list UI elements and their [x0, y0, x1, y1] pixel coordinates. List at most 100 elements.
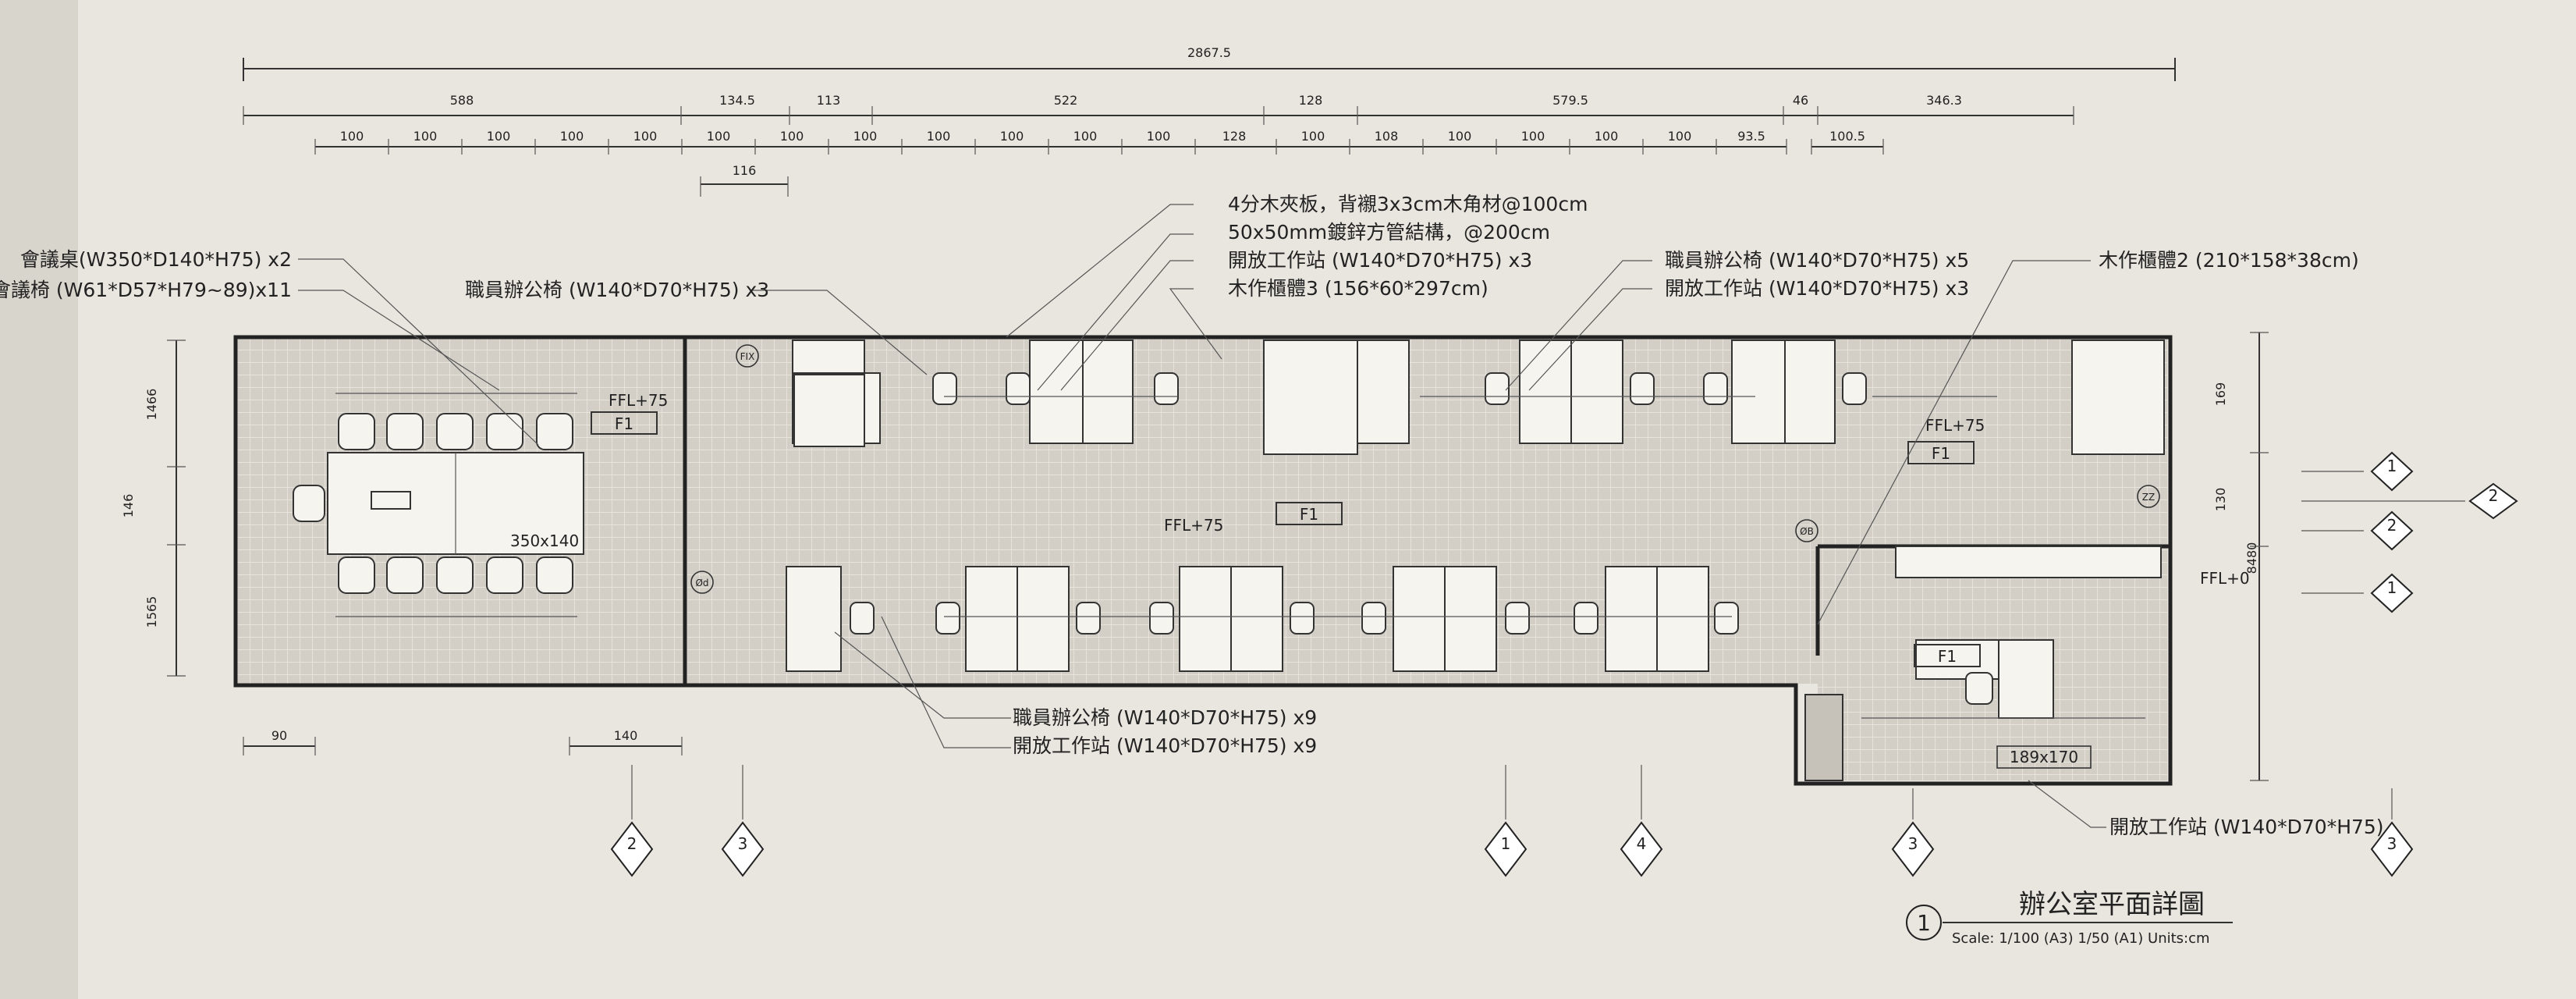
lower-workstations	[786, 566, 1709, 672]
drawing-scale: Scale: 1/100 (A3) 1/50 (A1) Units:cm	[1952, 930, 2210, 947]
tag-1: FIX	[740, 351, 755, 362]
svg-text:3: 3	[2387, 834, 2397, 853]
drawing-number-circle	[1906, 905, 1942, 940]
floor-level-2: FFL+75	[1164, 516, 1223, 535]
office-chair	[1965, 672, 1993, 705]
left-dim-1: 1466	[144, 389, 159, 421]
right-dim-3: 8480	[2244, 542, 2259, 574]
annotation-conf-table: 會議桌(W350*D140*H75) x2	[20, 248, 292, 271]
segment-dim-3: 113	[817, 93, 841, 108]
svg-text:2: 2	[2387, 516, 2397, 535]
level-box-2	[1276, 502, 1343, 525]
annotation-station-room: 開放工作站 (W140*D70*H75)	[2109, 816, 2384, 838]
section-marker-b1: 2	[610, 765, 654, 877]
floor-level-1: FFL+75	[609, 391, 668, 410]
section-marker-b4: 4	[1620, 765, 1663, 877]
module-dim-20: 93.5	[1737, 129, 1765, 144]
conference-room-wall	[233, 335, 687, 688]
right-dim-2: 130	[2213, 488, 2228, 512]
left-margin-band	[0, 0, 78, 999]
annotation-conf-chair: 會議椅 (W61*D57*H79~89)x11	[0, 279, 292, 301]
right-dimensions: 169 130 8480	[2213, 332, 2269, 781]
svg-text:2: 2	[2489, 486, 2499, 505]
segment-dimensions: 588 134.5 113 522 128 579.5 46 346.3	[243, 93, 2074, 125]
svg-text:1: 1	[2387, 578, 2397, 597]
conference-chairs	[293, 413, 573, 594]
finish-tag-3: F1	[1932, 444, 1950, 463]
module-dim-4: 100	[560, 129, 584, 144]
title-block: 1 辦公室平面詳圖 Scale: 1/100 (A3) 1/50 (A1) Un…	[1906, 889, 2233, 947]
svg-text:1: 1	[2387, 457, 2397, 475]
module-dim-10: 100	[1000, 129, 1024, 144]
sub-dimension: 116	[700, 163, 789, 197]
tag-circle-3	[1795, 519, 1818, 542]
segment-dim-6: 579.5	[1552, 93, 1588, 108]
level-box-3	[1907, 441, 1975, 464]
svg-text:3: 3	[1908, 834, 1918, 853]
annotation-chair-left: 職員辦公椅 (W140*D70*H75) x3	[465, 279, 769, 301]
module-dim-6: 100	[707, 129, 731, 144]
module-dim-16: 100	[1448, 129, 1472, 144]
segment-dim-7: 46	[1793, 93, 1808, 108]
module-dim-1: 100	[340, 129, 364, 144]
module-ticks	[314, 139, 1884, 155]
section-marker-b5: 3	[1891, 788, 1935, 877]
left-dimensions: 1466 146 1565	[121, 340, 186, 677]
office-size: 189x170	[2010, 748, 2078, 766]
module-dim-19: 100	[1668, 129, 1692, 144]
office-size-box	[1996, 745, 2092, 769]
module-dim-8: 100	[853, 129, 878, 144]
tag-4: ZZ	[2142, 492, 2155, 503]
annotation-steel: 50x50mm鍍鋅方管結構，@200cm	[1228, 221, 1550, 244]
module-dim-18: 100	[1595, 129, 1619, 144]
svg-text:4: 4	[1637, 834, 1647, 853]
section-marker-b6: 3	[2370, 788, 2414, 877]
annotation-chair-bottom: 職員辦公椅 (W140*D70*H75) x9	[1013, 706, 1317, 729]
level-box-4	[1914, 644, 1981, 667]
finish-tag-2: F1	[1300, 505, 1318, 524]
annotation-station-right: 開放工作站 (W140*D70*H75) x3	[1665, 277, 1969, 300]
module-dim-9: 100	[927, 129, 951, 144]
conference-table-size: 350x140	[510, 531, 579, 550]
section-marker-r1: 1	[2301, 451, 2414, 492]
bottom-dimensions: 90 140	[243, 728, 683, 755]
svg-text:1: 1	[1501, 834, 1511, 853]
module-dim-13: 128	[1222, 129, 1247, 144]
table-power-box	[371, 491, 411, 510]
segment-dim-1: 588	[450, 93, 474, 108]
lower-chairs	[850, 602, 1739, 635]
segment-dim-8: 346.3	[1926, 93, 1962, 108]
tag-circle-2	[690, 571, 714, 594]
bottom-section-markers: 2 3 1 4 3 3	[610, 765, 2414, 877]
tag-2: Ød	[695, 578, 708, 588]
annotation-cabinet3: 木作櫃體3 (156*60*297cm)	[1228, 277, 1488, 300]
section-marker-b2: 3	[721, 765, 765, 877]
tag-circle-4	[2137, 485, 2160, 508]
module-dim-11: 100	[1073, 129, 1098, 144]
module-dim-12: 100	[1147, 129, 1171, 144]
left-dim-3: 1565	[144, 596, 159, 628]
overall-dimension-label: 2867.5	[1187, 45, 1231, 60]
right-dim-1: 169	[2213, 382, 2228, 407]
module-dim-3: 100	[487, 129, 511, 144]
right-section-markers: 1 2 1 2	[2301, 451, 2518, 613]
office-return	[1998, 639, 2054, 719]
finish-tag-4: F1	[1938, 647, 1957, 666]
module-dim-14: 100	[1301, 129, 1325, 144]
module-dim-7: 100	[780, 129, 804, 144]
annotation-chair-right: 職員辦公椅 (W140*D70*H75) x5	[1665, 249, 1969, 272]
section-marker-r4: 2	[2301, 482, 2518, 520]
upper-workstations	[792, 340, 2165, 455]
drawing-title: 辦公室平面詳圖	[2019, 889, 2205, 920]
floor-level-4: FFL+0	[2200, 569, 2250, 588]
level-box-1	[591, 411, 658, 435]
segment-dim-5: 128	[1299, 93, 1323, 108]
bottom-dim-1: 90	[271, 728, 287, 743]
annotation-plywood: 4分木夾板，背襯3x3cm木角材@100cm	[1228, 193, 1588, 215]
tag-circle-1	[736, 344, 759, 368]
annotation-cabinet2: 木作櫃體2 (210*158*38cm)	[2099, 249, 2359, 272]
module-dim-15: 108	[1375, 129, 1399, 144]
module-dim-2: 100	[413, 129, 438, 144]
office-outer-wall	[685, 335, 2173, 786]
